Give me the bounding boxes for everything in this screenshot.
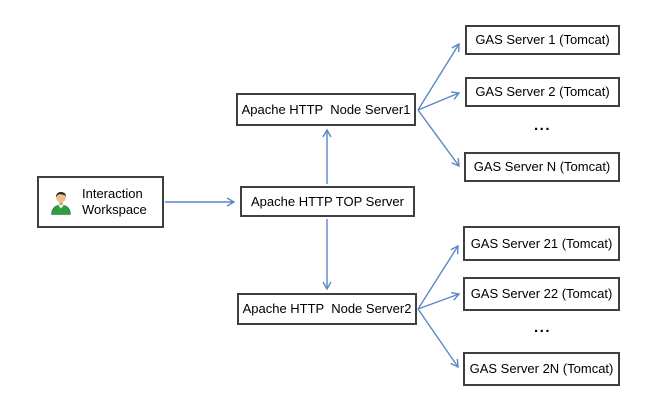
arrow-node2-to-gas22 (417, 291, 461, 310)
node-gas-server-1: GAS Server 1 (Tomcat) (465, 25, 620, 55)
node-gas-server-2N: GAS Server 2N (Tomcat) (463, 352, 620, 386)
node-server1-label: Apache HTTP Node Server1 (241, 101, 411, 117)
node-gas-server-N: GAS Server N (Tomcat) (464, 152, 620, 182)
arrow-node1-to-gas1 (417, 42, 460, 111)
top-server-label: Apache HTTP TOP Server (251, 193, 404, 209)
gas-server-22-label: GAS Server 22 (Tomcat) (470, 286, 613, 302)
gas-server-1-label: GAS Server 1 (Tomcat) (475, 32, 610, 48)
node-gas-server-2: GAS Server 2 (Tomcat) (465, 77, 620, 107)
node-apache-top-server: Apache HTTP TOP Server (240, 186, 415, 217)
arrow-node1-to-gasN (417, 109, 460, 168)
arrow-node1-to-gas2 (417, 91, 461, 111)
workspace-label: Interaction Workspace (82, 186, 147, 217)
node-apache-node-server1: Apache HTTP Node Server1 (236, 93, 416, 126)
node-gas-server-22: GAS Server 22 (Tomcat) (463, 277, 620, 311)
gas-bottom-ellipsis: ... (533, 319, 551, 336)
gas-server-21-label: GAS Server 21 (Tomcat) (470, 235, 613, 251)
node-server2-label: Apache HTTP Node Server2 (242, 301, 412, 317)
gas-server-N-label: GAS Server N (Tomcat) (473, 159, 611, 175)
node-apache-node-server2: Apache HTTP Node Server2 (237, 293, 417, 325)
arrow-node2-to-gas21 (417, 244, 459, 310)
workspace-label-line1: Interaction (82, 186, 143, 202)
arrow-node2-to-gas2N (417, 308, 459, 369)
gas-server-2N-label: GAS Server 2N (Tomcat) (469, 361, 614, 377)
gas-server-2-label: GAS Server 2 (Tomcat) (475, 84, 610, 100)
node-interaction-workspace: Interaction Workspace (37, 176, 164, 228)
workspace-label-line2: Workspace (82, 202, 147, 217)
gas-top-ellipsis: ... (533, 117, 551, 134)
user-icon (51, 191, 71, 215)
node-gas-server-21: GAS Server 21 (Tomcat) (463, 226, 620, 261)
